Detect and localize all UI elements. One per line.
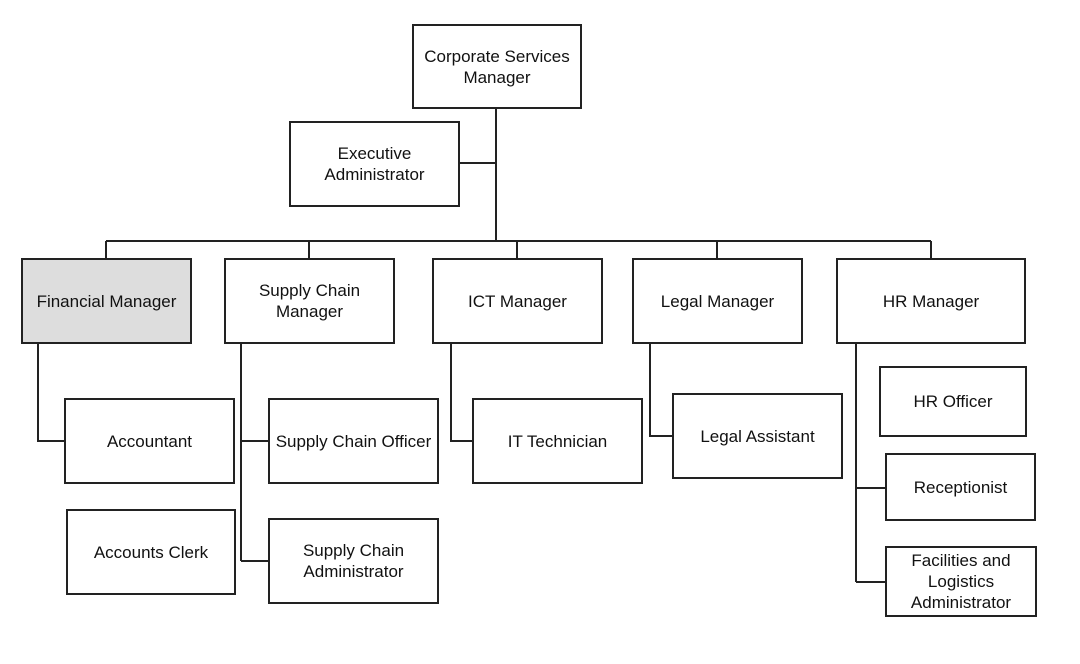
node-label: Financial Manager: [36, 291, 177, 311]
node-supply-chain-administrator: Supply Chain Administrator: [268, 518, 439, 604]
node-it-technician: IT Technician: [472, 398, 643, 484]
node-accounts-clerk: Accounts Clerk: [66, 509, 236, 595]
node-label: Accounts Clerk: [93, 542, 209, 562]
node-corporate-services-manager: Corporate Services Manager: [412, 24, 582, 109]
node-ict-manager: ICT Manager: [432, 258, 603, 344]
node-legal-assistant: Legal Assistant: [672, 393, 843, 479]
connector-it-technician: [450, 343, 473, 442]
node-label: Executive Administrator: [324, 144, 425, 184]
node-financial-manager: Financial Manager: [21, 258, 192, 344]
node-hr-manager: HR Manager: [836, 258, 1026, 344]
node-executive-administrator: Executive Administrator: [289, 121, 460, 207]
node-label: Receptionist: [913, 477, 1008, 497]
connector-legal-assistant: [649, 343, 673, 437]
node-facilities-logistics-administrator: Facilities and Logistics Administrator: [885, 546, 1037, 617]
node-label: HR Manager: [882, 291, 980, 311]
node-label: ICT Manager: [468, 291, 567, 311]
node-accountant: Accountant: [64, 398, 235, 484]
node-label: Facilities and Logistics Administrator: [910, 551, 1012, 612]
node-label: Corporate Services Manager: [424, 46, 570, 87]
node-supply-chain-officer: Supply Chain Officer: [268, 398, 439, 484]
node-supply-chain-manager: Supply Chain Manager: [224, 258, 395, 344]
node-label: Legal Assistant: [700, 426, 815, 446]
node-label: Supply Chain Officer: [275, 431, 432, 451]
node-legal-manager: Legal Manager: [632, 258, 803, 344]
connector-accountant: [37, 343, 65, 442]
node-label: IT Technician: [507, 431, 608, 451]
node-receptionist: Receptionist: [885, 453, 1036, 521]
node-label: Legal Manager: [660, 291, 775, 311]
node-label: Supply Chain Manager: [258, 281, 361, 321]
node-hr-officer: HR Officer: [879, 366, 1027, 437]
node-label: Accountant: [106, 431, 193, 451]
node-label: HR Officer: [913, 392, 993, 411]
node-label: Supply Chain Administrator: [302, 541, 405, 581]
